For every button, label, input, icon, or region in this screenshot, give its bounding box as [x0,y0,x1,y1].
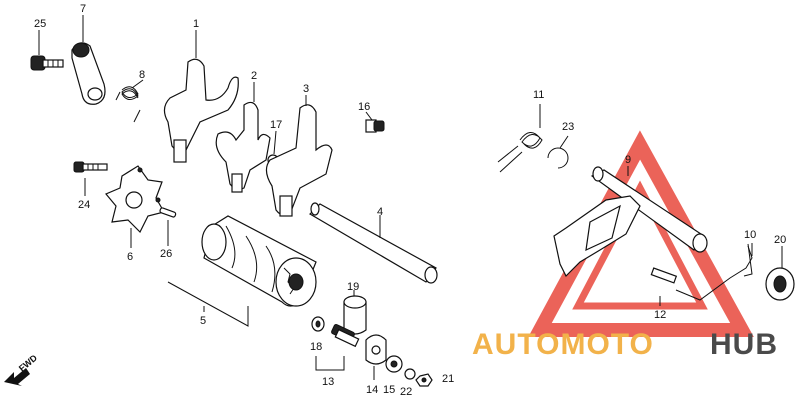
pin-bolt-13 [315,323,360,371]
watermark-hub: HUB [710,328,778,361]
spring-8 [115,79,144,123]
watermark-text: AUTOMOTO HUB [472,328,778,361]
washer-22 [404,368,416,380]
label-20: 20 [774,234,786,246]
label-15: 15 [383,384,395,396]
spring-11 [497,104,543,173]
nut-21 [415,373,433,387]
forward-direction-indicator: FWD [4,352,39,386]
bolt-25 [30,30,64,71]
label-13: 13 [322,376,334,388]
label-18: 18 [310,341,322,353]
pin-12 [650,245,753,306]
stopper-arm-7 [71,15,106,105]
label-6: 6 [127,251,133,263]
label-10: 10 [744,229,756,241]
clip-23 [547,135,569,169]
label-3: 3 [303,83,309,95]
washer-18 [311,316,325,332]
stopper-14 [365,334,387,380]
label-23: 23 [562,121,574,133]
watermark-automoto: AUTOMOTO [472,328,654,361]
bolt-16 [365,111,385,133]
label-22: 22 [400,386,412,398]
shift-fork-2 [215,82,271,193]
wire-10 [743,243,753,277]
drum-plate-6 [105,165,165,248]
label-7: 7 [80,3,86,15]
gearshift-spindle-9 [553,166,708,278]
label-11: 11 [533,89,544,101]
label-24: 24 [78,199,90,211]
fork-shaft-4 [309,202,438,284]
collar-19 [343,290,367,335]
fwd-label: FWD [17,352,40,373]
oil-seal-20 [765,246,795,301]
label-2: 2 [251,70,257,82]
label-19: 19 [347,281,359,293]
shift-drum-5 [167,215,317,327]
shift-fork-3 [265,95,333,217]
label-14: 14 [366,384,378,396]
label-26: 26 [160,248,172,260]
washer-15 [385,355,403,373]
pin-26 [159,207,177,246]
label-16: 16 [358,101,370,113]
part-labels: 25 7 1 8 2 3 16 17 24 4 26 6 5 19 18 13 … [34,3,786,398]
label-5: 5 [200,315,206,327]
label-8: 8 [139,69,145,81]
label-25: 25 [34,18,46,30]
label-21: 21 [442,373,454,385]
label-4: 4 [377,206,383,218]
label-1: 1 [193,18,199,30]
shift-fork-1 [163,30,239,163]
bolt-24 [73,161,108,196]
label-17: 17 [270,119,282,131]
label-9: 9 [625,154,631,166]
label-12: 12 [654,309,666,321]
